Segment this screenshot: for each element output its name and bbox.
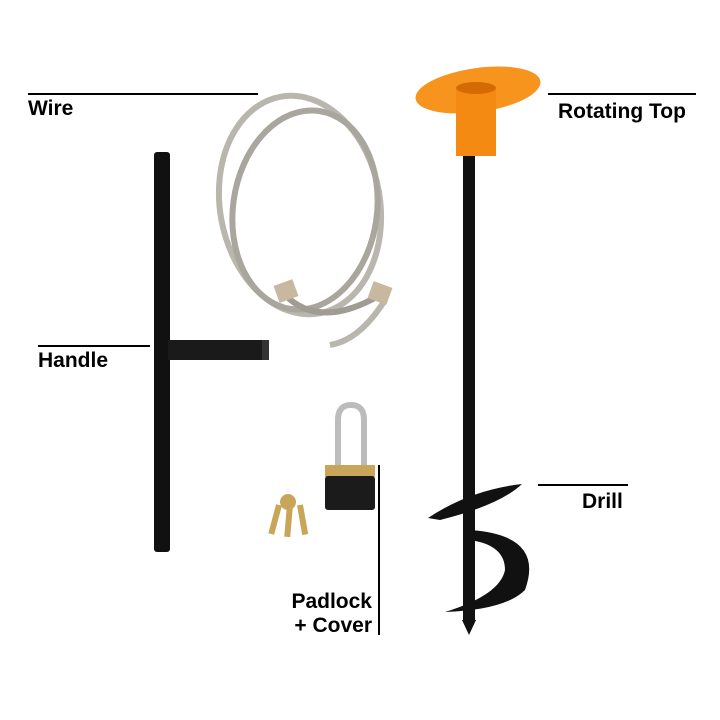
- wire-image: [215, 92, 393, 348]
- padlock-leader-line: [378, 465, 380, 635]
- handle-leader-line: [38, 345, 150, 347]
- handle-label: Handle: [38, 349, 109, 372]
- drill-image: [428, 150, 530, 635]
- padlock-label-line1: Padlock: [291, 590, 372, 613]
- drill-label: Drill: [582, 490, 623, 513]
- padlock-label: Padlock + Cover: [286, 590, 372, 638]
- drill-leader-line: [538, 484, 628, 486]
- wire-label: Wire: [28, 97, 74, 120]
- handle-image: [154, 152, 269, 552]
- wire-leader-line: [28, 93, 258, 95]
- rotating-top-leader-line: [548, 93, 696, 95]
- keys-image: [268, 494, 309, 538]
- rotating-top-image: [415, 66, 541, 156]
- padlock-label-line2: + Cover: [294, 614, 372, 637]
- rotating-top-label: Rotating Top: [558, 100, 686, 123]
- padlock-image: [325, 401, 375, 510]
